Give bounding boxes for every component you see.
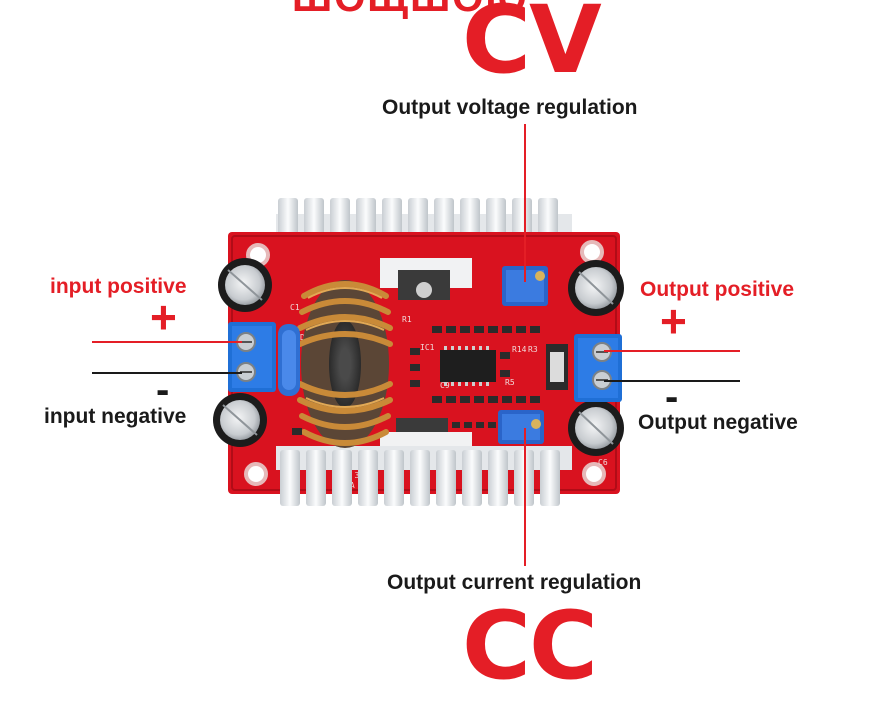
- svg-text:IC1: IC1: [420, 343, 435, 352]
- output-positive-label: Output positive: [640, 278, 794, 301]
- bottom-heatsink: [276, 446, 572, 506]
- input-capacitor-top: [218, 258, 272, 312]
- cc-description: Output current regulation: [387, 571, 642, 594]
- bottom-transistor: [380, 418, 472, 446]
- output-capacitor-top: [568, 260, 624, 316]
- cc-potentiometer: [498, 410, 544, 444]
- input-diode: [278, 324, 300, 396]
- output-negative-symbol: -: [665, 375, 679, 419]
- svg-text:C1: C1: [290, 303, 300, 312]
- svg-text:R3: R3: [528, 345, 538, 354]
- cc-heading: CC: [462, 592, 598, 701]
- svg-text:R14: R14: [512, 345, 527, 354]
- current-sense-resistor: [546, 344, 568, 390]
- output-terminal: [574, 334, 622, 402]
- svg-text:C6: C6: [598, 458, 608, 467]
- output-capacitor-bottom: [568, 400, 624, 456]
- svg-text:6A 0A: 6A 0A: [345, 481, 369, 490]
- toroidal-inductor: [297, 280, 393, 448]
- ic-chip: [440, 346, 496, 386]
- svg-text:9A 32: 9A 32: [340, 471, 364, 480]
- top-transistor: [380, 258, 472, 300]
- cv-heading: CV: [462, 0, 602, 95]
- svg-text:R1: R1: [402, 315, 412, 324]
- smd-components: [292, 326, 540, 435]
- input-positive-symbol: +: [150, 291, 177, 343]
- input-negative-symbol: -: [156, 368, 170, 412]
- cv-potentiometer: [502, 266, 548, 306]
- input-capacitor-bottom: [213, 393, 267, 447]
- input-negative-label: input negative: [44, 405, 187, 428]
- cropped-title: ШОЩШОЮ: [292, 0, 529, 21]
- input-terminal: [228, 322, 276, 392]
- input-positive-label: input positive: [50, 275, 187, 298]
- output-negative-label: Output negative: [638, 411, 798, 434]
- svg-text:R5: R5: [505, 378, 515, 387]
- output-positive-symbol: +: [660, 295, 687, 347]
- cv-description: Output voltage regulation: [382, 96, 638, 119]
